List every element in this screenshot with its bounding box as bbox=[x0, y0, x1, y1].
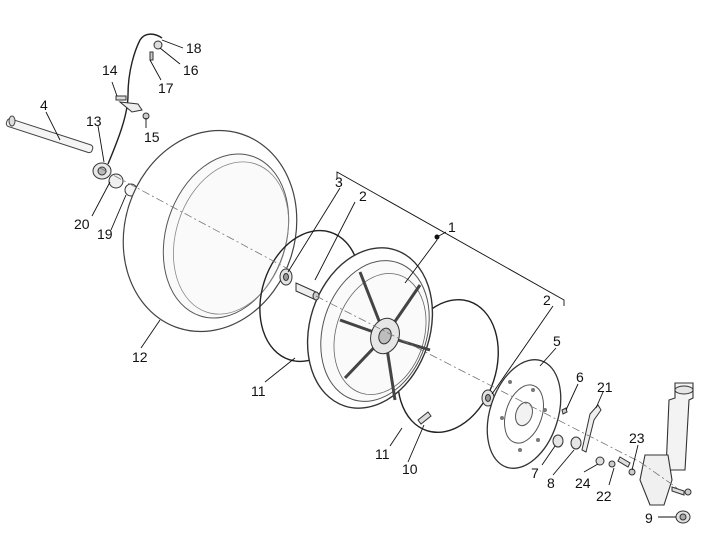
callout-2-top: 2 bbox=[359, 188, 367, 204]
callout-24: 24 bbox=[575, 475, 591, 491]
valve-part bbox=[417, 411, 432, 425]
callout-1: 1 bbox=[448, 219, 456, 235]
callout-20: 20 bbox=[74, 216, 90, 232]
cable-fittings bbox=[115, 40, 163, 120]
callout-8: 8 bbox=[547, 475, 555, 491]
spacer-tube-part bbox=[295, 282, 320, 301]
callout-23: 23 bbox=[629, 430, 645, 446]
speedometer-drive-part bbox=[92, 162, 138, 197]
wheel-rim-part bbox=[306, 247, 434, 409]
callout-19: 19 bbox=[97, 226, 113, 242]
speedometer-cable bbox=[107, 33, 163, 165]
fork-leg-part bbox=[639, 382, 694, 506]
tire-part bbox=[122, 129, 298, 333]
callout-18: 18 bbox=[186, 40, 202, 56]
callout-3: 3 bbox=[335, 174, 343, 190]
bearing-left-part bbox=[279, 268, 293, 286]
axle-part bbox=[5, 115, 94, 154]
callout-7: 7 bbox=[531, 465, 539, 481]
callout-14: 14 bbox=[102, 62, 118, 78]
callout-17: 17 bbox=[158, 80, 174, 96]
axis-lines bbox=[99, 167, 681, 491]
callout-21: 21 bbox=[597, 379, 613, 395]
callout-2-bottom: 2 bbox=[543, 292, 551, 308]
callout-16: 16 bbox=[183, 62, 199, 78]
brake-disc-part bbox=[486, 359, 562, 469]
callout-labels: 1 2 2 3 4 5 6 7 8 9 10 11 11 12 13 14 15… bbox=[40, 40, 653, 526]
callout-6: 6 bbox=[576, 369, 584, 385]
axle-nut-part bbox=[675, 510, 691, 524]
callout-5: 5 bbox=[553, 333, 561, 349]
callout-13: 13 bbox=[86, 113, 102, 129]
callout-11-top: 11 bbox=[251, 383, 266, 399]
callout-10: 10 bbox=[402, 461, 418, 477]
callout-11-bottom: 11 bbox=[375, 446, 390, 462]
callout-12: 12 bbox=[132, 349, 148, 365]
callout-4: 4 bbox=[40, 97, 48, 113]
leader-lines bbox=[45, 39, 676, 518]
small-hardware-parts bbox=[552, 404, 636, 476]
callout-15: 15 bbox=[144, 129, 160, 145]
callout-9: 9 bbox=[645, 510, 653, 526]
callout-22: 22 bbox=[596, 488, 612, 504]
